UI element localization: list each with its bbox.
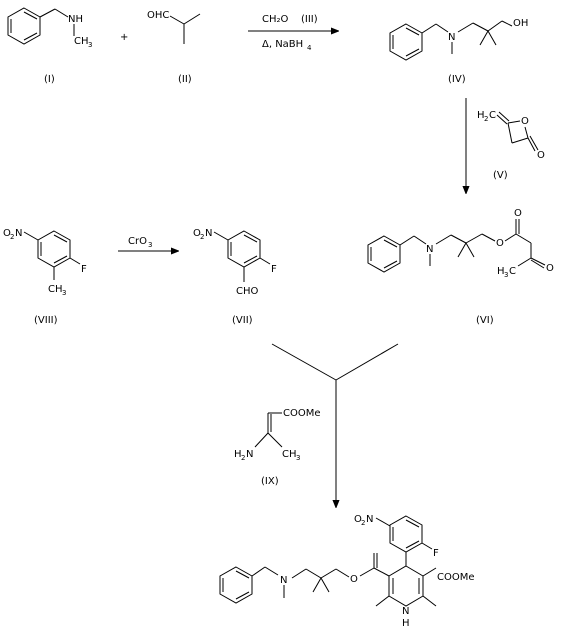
nitro-sub: 2 [200, 233, 204, 241]
compound-label-VI: (VI) [476, 315, 494, 326]
methylene-sub: 2 [484, 115, 488, 123]
benzyl-ring [219, 566, 253, 604]
plus-sign: + [120, 32, 128, 43]
amine-n: N [426, 244, 433, 255]
ring-oxygen: O [521, 116, 529, 127]
methyl-sub: 3 [62, 289, 66, 297]
reaction-arrow-3: CrO 3 [118, 236, 178, 251]
amine-n: N [246, 449, 253, 460]
methyl-c: C [509, 266, 516, 277]
amine-sub: 2 [241, 454, 245, 462]
ring-nh-h: H [402, 618, 410, 629]
benzene-ring [367, 235, 401, 273]
compound-IV: N OH (IV) [389, 18, 528, 85]
methylene-h: H [477, 110, 485, 121]
nitro-o: O [193, 228, 201, 239]
reagent-cro3-sub: 3 [148, 241, 152, 249]
nh-atom: NH [68, 14, 83, 25]
reagent-formaldehyde: CH₂O [262, 14, 289, 25]
reagent-cro3: CrO [128, 236, 147, 247]
compound-label-IX: (IX) [261, 476, 279, 487]
compound-label-V: (V) [493, 170, 508, 181]
ester-right: COOMe [437, 572, 475, 583]
reaction-arrow-1: CH₂O (III) Δ, NaBH 4 [248, 14, 338, 52]
methyl: CH [48, 284, 63, 295]
nitro-sub: 2 [361, 519, 365, 527]
compound-label-II: (II) [178, 74, 192, 85]
compound-label-VII: (VII) [232, 315, 253, 326]
reagent-nabh4-sub: 4 [307, 44, 312, 52]
ester-carbonyl-o: O [514, 208, 522, 219]
carbonyl-oxygen: O [537, 150, 545, 161]
compound-IX: COOMe H 2 N CH 3 (IX) [234, 408, 321, 487]
reagent-ref-III: (III) [301, 14, 318, 25]
benzene-ring [7, 7, 41, 45]
nitro-n: N [15, 228, 22, 239]
ester-oxygen: O [350, 574, 358, 585]
ring-n: N [402, 606, 409, 617]
nitro-o: O [3, 228, 11, 239]
compound-VI: N O O O H 3 C (VI) [367, 208, 554, 326]
compound-II: OHC (II) [147, 10, 201, 85]
methyl-atom: CH [74, 36, 89, 47]
compound-label-IV: (IV) [448, 74, 466, 85]
compound-VII: O 2 N F CHO (VII) [193, 228, 277, 326]
hydroxyl-group: OH [513, 18, 528, 29]
aldehyde-group: OHC [147, 10, 169, 21]
amine-h: H [234, 449, 242, 460]
methyl-sub: 3 [296, 454, 300, 462]
fluoro: F [433, 548, 439, 559]
methyl-h: H [497, 266, 505, 277]
benzene-ring [227, 230, 261, 268]
fluoro: F [81, 264, 87, 275]
ester-group: COOMe [283, 408, 321, 419]
nitro-o: O [354, 514, 362, 525]
methyl-subscript: 3 [88, 41, 92, 49]
nitro-n: N [205, 228, 212, 239]
benzene-ring [37, 230, 71, 268]
methylene-c: C [489, 110, 496, 121]
compound-I: NH CH 3 (I) [7, 7, 92, 85]
compound-V: H 2 C O O (V) [477, 110, 545, 181]
product: O 2 N F N H COOMe O N [219, 514, 475, 629]
phenyl-ring [389, 515, 423, 553]
amine-n: N [448, 32, 455, 43]
aldehyde-group: CHO [236, 286, 259, 297]
amine-n: N [280, 575, 287, 586]
methyl-sub: 3 [504, 271, 508, 279]
compound-label-I: (I) [44, 74, 55, 85]
nitro-sub: 2 [10, 233, 14, 241]
dihydropyridine-ring [388, 565, 424, 607]
ketone-o: O [546, 263, 554, 274]
nitro-n: N [366, 514, 373, 525]
fluoro: F [271, 264, 277, 275]
methyl: CH [282, 449, 297, 460]
reagent-nabh4: Δ, NaBH [262, 39, 303, 50]
compound-label-VIII: (VIII) [34, 315, 58, 326]
ester-oxygen: O [496, 238, 504, 249]
converging-arrow [271, 343, 399, 507]
benzene-ring [389, 23, 423, 61]
compound-VIII: O 2 N F CH 3 (VIII) [3, 228, 87, 326]
